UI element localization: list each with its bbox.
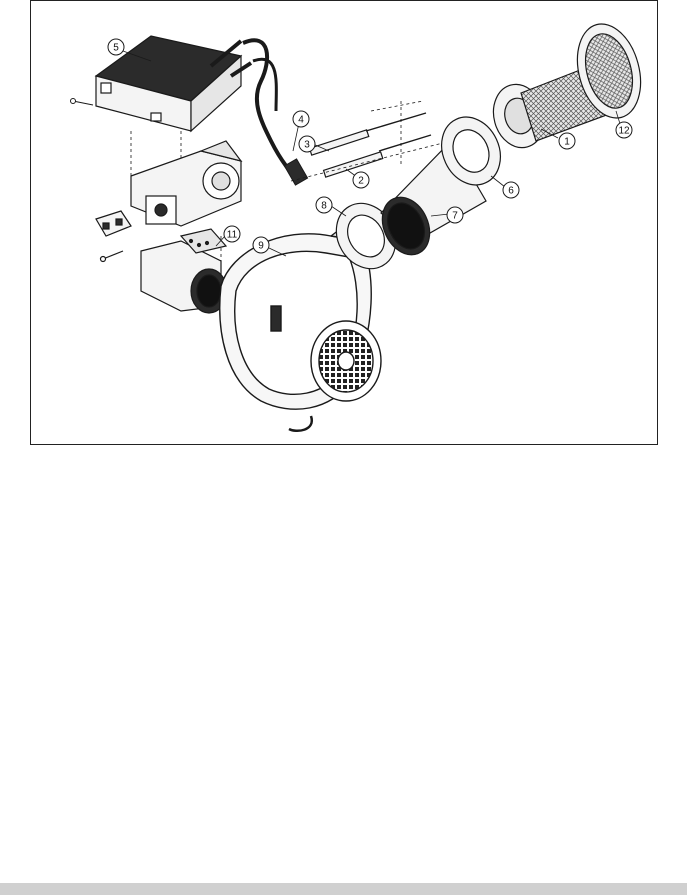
callout-number: 7 [452,211,458,222]
callout-circle [292,110,310,128]
callout-circle [558,132,576,150]
ignition-electrodes [308,112,432,178]
gasket-plate [441,116,501,186]
callout-circle [502,181,520,199]
valve-assembly [130,140,243,227]
callout-number: 11 [227,230,238,241]
bracket-part [95,210,132,263]
fan-housing [219,220,382,433]
callout-5: 5 [107,38,125,56]
mounting-screw-top [70,98,94,106]
callout-circle [315,196,333,214]
end-gasket-ring [576,23,642,119]
callout-number: 5 [113,43,119,54]
callout-6: 6 [502,181,520,199]
callout-7: 7 [446,206,464,224]
callout-circle [352,171,370,189]
callout-leaders [122,50,622,257]
callout-3: 3 [298,135,316,153]
ignition-cable [242,38,309,186]
callout-number: 3 [304,140,310,151]
callout-circle [615,121,633,139]
callout-12: 12 [615,121,633,139]
callout-number: 1 [564,137,570,148]
control-box [94,35,253,133]
callout-2: 2 [352,171,370,189]
callout-circle [223,225,241,243]
callout-4: 4 [292,110,310,128]
callout-9: 9 [252,236,270,254]
callout-circle [107,38,125,56]
callout-11: 11 [223,225,241,243]
callout-circle [446,206,464,224]
callout-number: 9 [258,241,264,252]
motor [140,228,228,314]
callout-number: 8 [321,201,327,212]
callout-8: 8 [315,196,333,214]
callout-circle [252,236,270,254]
callout-circle [298,135,316,153]
flange-gasket [335,202,397,270]
callout-number: 12 [618,126,630,137]
callout-number: 4 [298,115,304,126]
footer-bar [0,883,687,895]
callout-number: 6 [508,186,514,197]
callout-number: 2 [358,176,364,187]
callout-1: 1 [558,132,576,150]
